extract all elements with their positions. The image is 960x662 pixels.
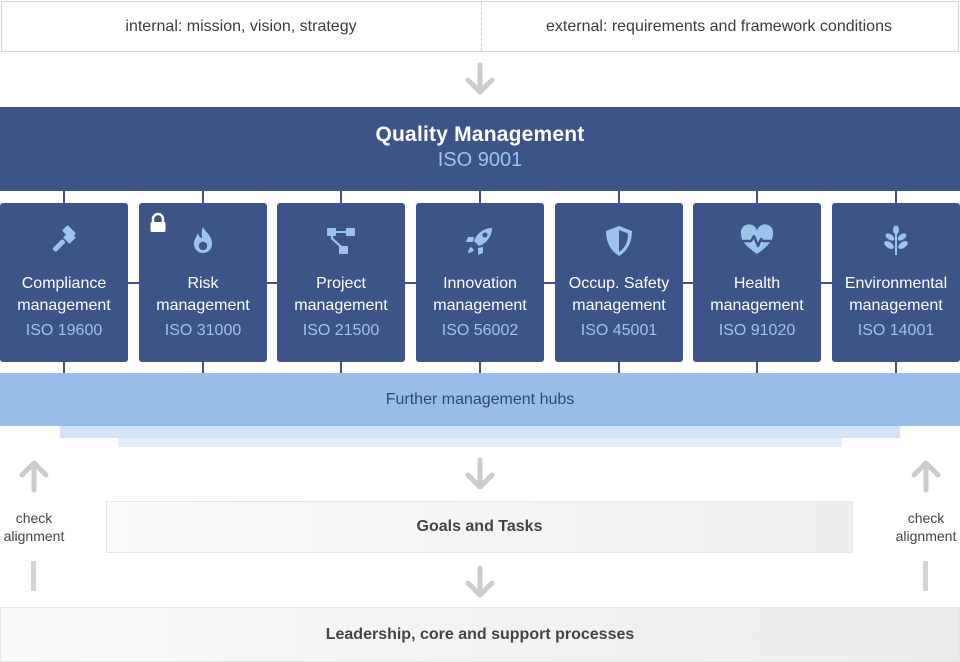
lock-icon — [149, 212, 167, 234]
hub-name-line2: management — [294, 297, 388, 314]
hub-iso: ISO 56002 — [441, 322, 519, 339]
hub-name-line2: management — [156, 297, 250, 314]
check-label-line2: alignment — [895, 528, 957, 544]
check-alignment-left-bar — [31, 561, 36, 591]
heartbeat-icon — [737, 221, 777, 261]
context-divider — [481, 2, 482, 51]
arrow-up-icon — [908, 457, 944, 493]
external-context: external: requirements and framework con… — [546, 17, 892, 35]
hub-name-line1: Risk — [187, 275, 219, 292]
hub-risk: Risk management ISO 31000 — [139, 203, 267, 362]
check-label-line1: check — [15, 510, 53, 526]
further-hubs-box: Further management hubs — [0, 373, 960, 426]
connector — [340, 190, 342, 204]
hub-name-line1: Compliance — [21, 275, 107, 292]
hub-name-line2: management — [710, 297, 804, 314]
connector — [479, 361, 481, 374]
connector — [202, 190, 204, 204]
connector — [340, 361, 342, 374]
hub-occupational-safety: Occup. Safety management ISO 45001 — [555, 203, 683, 362]
hub-name-line2: management — [17, 297, 111, 314]
arrow-down-icon — [462, 565, 498, 601]
connector — [756, 361, 758, 374]
connector — [479, 190, 481, 204]
hub-environmental: Environmental management ISO 14001 — [832, 203, 960, 362]
leadership-processes-box: Leadership, core and support processes — [0, 607, 960, 662]
connector — [820, 282, 832, 284]
hub-name-line2: management — [433, 297, 527, 314]
hub-iso: ISO 21500 — [302, 322, 380, 339]
arrow-down-icon — [462, 457, 498, 493]
hub-name-line2: management — [572, 297, 666, 314]
hub-health: Health management ISO 91020 — [693, 203, 821, 362]
hub-name-line1: Occup. Safety — [568, 275, 670, 292]
connector — [682, 282, 694, 284]
hub-project: Project management ISO 21500 — [277, 203, 405, 362]
org-chart-icon — [321, 221, 361, 261]
arrow-down-icon — [462, 62, 498, 98]
connector — [63, 190, 65, 204]
quality-management-title: Quality Management — [375, 123, 585, 146]
check-label-line2: alignment — [3, 528, 65, 544]
context-box: internal: mission, vision, strategy exte… — [1, 1, 959, 52]
arrow-up-icon — [16, 457, 52, 493]
hub-iso: ISO 19600 — [25, 322, 103, 339]
connector — [202, 361, 204, 374]
goals-and-tasks-box: Goals and Tasks — [106, 501, 853, 553]
hub-innovation: Innovation management ISO 56002 — [416, 203, 544, 362]
gavel-icon — [44, 221, 84, 261]
connector — [895, 361, 897, 374]
connector — [63, 361, 65, 374]
connector — [404, 282, 416, 284]
hub-iso: ISO 45001 — [580, 322, 658, 339]
hub-name-line1: Health — [733, 275, 781, 292]
shield-icon — [599, 221, 639, 261]
quality-management-box: Quality Management ISO 9001 — [0, 107, 960, 191]
rocket-icon — [460, 221, 500, 261]
hub-name-line2: management — [849, 297, 943, 314]
flame-icon — [183, 221, 223, 261]
connector — [543, 282, 555, 284]
connector — [618, 190, 620, 204]
connector — [266, 282, 278, 284]
hub-iso: ISO 31000 — [164, 322, 242, 339]
check-alignment-right-bar — [923, 561, 928, 591]
hub-compliance: Compliance management ISO 19600 — [0, 203, 128, 362]
check-alignment-left-label: check alignment — [0, 509, 74, 545]
hub-iso: ISO 14001 — [857, 322, 935, 339]
quality-management-iso: ISO 9001 — [437, 149, 523, 171]
hub-iso: ISO 91020 — [718, 322, 796, 339]
hub-name-line1: Innovation — [443, 275, 517, 292]
connector — [127, 282, 139, 284]
check-alignment-right-label: check alignment — [886, 509, 960, 545]
check-label-line1: check — [907, 510, 945, 526]
connector — [618, 361, 620, 374]
leaf-icon — [876, 221, 916, 261]
internal-context: internal: mission, vision, strategy — [125, 17, 357, 35]
hub-name-line1: Environmental — [844, 275, 948, 292]
connector — [756, 190, 758, 204]
hub-name-line1: Project — [316, 275, 366, 292]
connector — [895, 190, 897, 204]
